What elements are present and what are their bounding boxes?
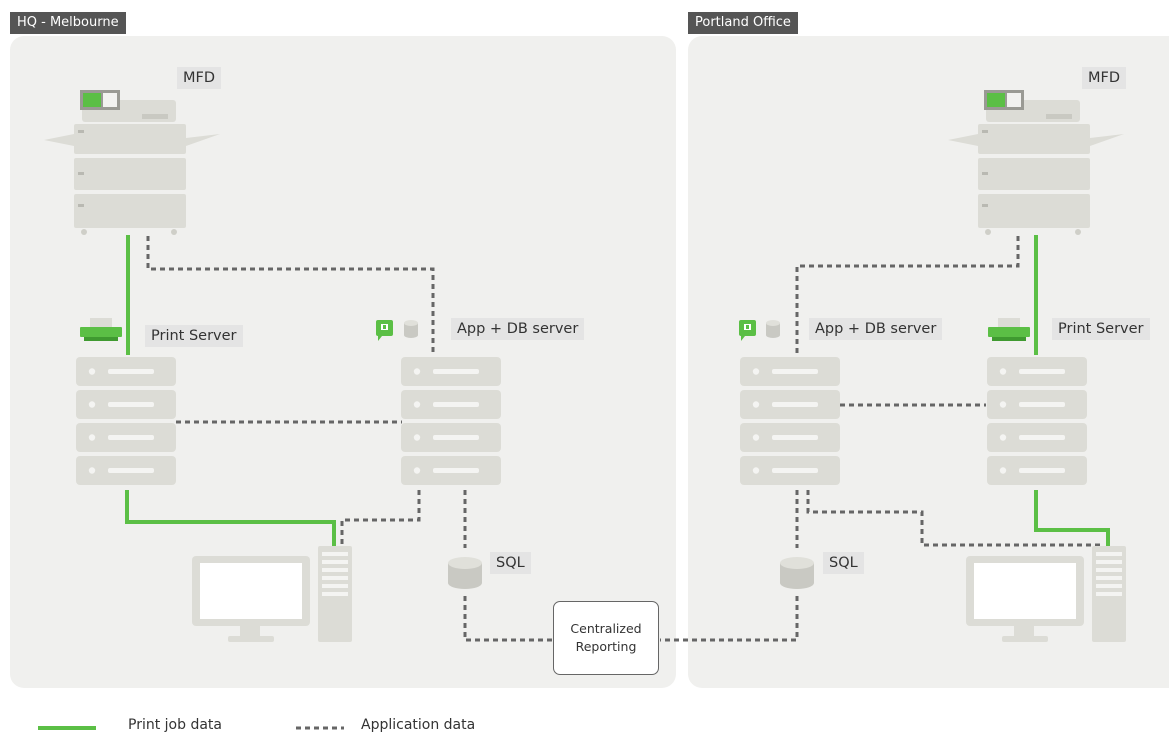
legend-application-data: Application data bbox=[361, 717, 476, 733]
print-server-label: Print Server bbox=[1052, 318, 1150, 340]
print-job-lines-hq bbox=[125, 235, 336, 548]
mfd-label: MFD bbox=[1082, 67, 1127, 89]
app-db-server-label: App + DB server bbox=[451, 318, 585, 340]
database-icon bbox=[766, 320, 780, 338]
app-db-server-label: App + DB server bbox=[809, 318, 943, 340]
print-job-lines-portland bbox=[1034, 235, 1110, 548]
mfd-label: MFD bbox=[177, 67, 222, 89]
sql-label: SQL bbox=[490, 552, 531, 574]
site-tag-hq: HQ - Melbourne bbox=[10, 12, 126, 34]
centralized-reporting-box: Centralized Reporting bbox=[553, 601, 659, 675]
central-line-2: Reporting bbox=[575, 639, 637, 654]
print-server-label: Print Server bbox=[145, 325, 243, 347]
sql-label: SQL bbox=[823, 552, 864, 574]
application-lines-hq bbox=[146, 236, 555, 642]
site-tag-portland: Portland Office bbox=[688, 12, 798, 34]
database-icon bbox=[448, 557, 482, 589]
legend-print-job-data: Print job data bbox=[128, 717, 222, 733]
central-line-1: Centralized bbox=[570, 621, 642, 636]
database-icon bbox=[780, 557, 814, 589]
database-icon bbox=[404, 320, 418, 338]
